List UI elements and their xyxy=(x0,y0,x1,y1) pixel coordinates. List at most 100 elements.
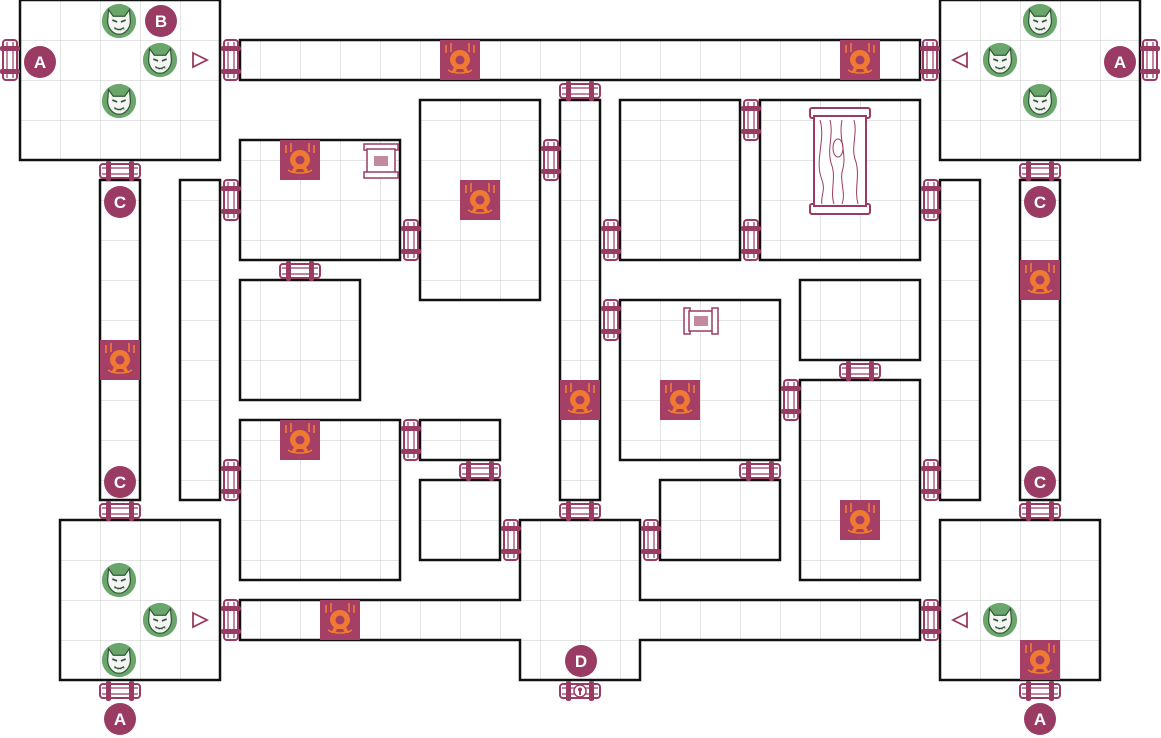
marker-d: D xyxy=(565,645,597,677)
chest-icon xyxy=(363,143,399,179)
door-icon[interactable] xyxy=(921,179,941,221)
svg-text:B: B xyxy=(155,12,167,31)
door-icon[interactable] xyxy=(99,501,141,521)
corridor-right-inner xyxy=(938,178,982,502)
wolf-head-icon[interactable] xyxy=(982,602,1018,638)
corridor-center xyxy=(558,98,602,502)
arrows-layer xyxy=(192,51,968,629)
wolf-head-icon[interactable] xyxy=(101,83,137,119)
svg-text:C: C xyxy=(1034,473,1046,492)
keyhole-door-icon[interactable] xyxy=(559,681,601,701)
room-inner-10 xyxy=(798,278,922,362)
door-icon[interactable] xyxy=(921,459,941,501)
rooms-layer xyxy=(18,0,1142,682)
door-icon[interactable] xyxy=(221,39,241,81)
door-icon[interactable] xyxy=(0,39,20,81)
door-icon[interactable] xyxy=(221,459,241,501)
wolf-head-icon[interactable] xyxy=(101,562,137,598)
door-icon[interactable] xyxy=(559,501,601,521)
door-icon[interactable] xyxy=(839,361,881,381)
door-icon[interactable] xyxy=(99,681,141,701)
lion-emblem-icon xyxy=(100,340,140,380)
door-icon[interactable] xyxy=(559,81,601,101)
door-icon[interactable] xyxy=(279,261,321,281)
door-icon[interactable] xyxy=(459,461,501,481)
marker-a: A xyxy=(104,703,136,735)
door-icon[interactable] xyxy=(1019,501,1061,521)
arrow-icon xyxy=(192,51,210,69)
door-icon[interactable] xyxy=(641,519,661,561)
markers-layer: A B A C C C C D A A xyxy=(24,5,1136,735)
door-icon[interactable] xyxy=(741,219,761,261)
lion-emblem-icon xyxy=(660,380,700,420)
room-inner-11 xyxy=(798,378,922,582)
room-inner-12 xyxy=(658,478,782,562)
svg-text:D: D xyxy=(575,652,587,671)
lion-emblem-icon xyxy=(1020,640,1060,680)
marker-b: B xyxy=(145,5,177,37)
svg-text:A: A xyxy=(34,53,46,72)
corridor-left-inner xyxy=(178,178,222,502)
door-icon[interactable] xyxy=(1019,161,1061,181)
door-icon[interactable] xyxy=(921,599,941,641)
room-inner-3 xyxy=(238,278,362,402)
lion-emblem-icon xyxy=(320,600,360,640)
lion-emblem-icon xyxy=(280,420,320,460)
svg-text:C: C xyxy=(1034,193,1046,212)
door-icon[interactable] xyxy=(221,599,241,641)
marker-c: C xyxy=(104,186,136,218)
lion-emblem-icon xyxy=(440,40,480,80)
door-icon[interactable] xyxy=(920,39,940,81)
marker-a: A xyxy=(24,46,56,78)
door-icon[interactable] xyxy=(739,461,781,481)
wolf-head-icon[interactable] xyxy=(142,42,178,78)
marker-a: A xyxy=(1104,46,1136,78)
lion-emblem-icon xyxy=(280,140,320,180)
arrow-icon xyxy=(192,611,210,629)
marker-c: C xyxy=(1024,186,1056,218)
wolf-head-icon[interactable] xyxy=(142,602,178,638)
lion-emblem-icon xyxy=(1020,260,1060,300)
chest-icon xyxy=(683,307,719,335)
lion-emblem-icon xyxy=(560,380,600,420)
svg-text:C: C xyxy=(114,193,126,212)
svg-text:C: C xyxy=(114,473,126,492)
wolf-head-icon[interactable] xyxy=(1022,3,1058,39)
wolf-head-icon[interactable] xyxy=(1022,83,1058,119)
door-icon[interactable] xyxy=(781,379,801,421)
room-inner-5 xyxy=(418,418,502,462)
door-icon[interactable] xyxy=(601,299,621,341)
door-icon[interactable] xyxy=(221,179,241,221)
door-icon[interactable] xyxy=(99,161,141,181)
door-icon[interactable] xyxy=(401,219,421,261)
furniture-layer xyxy=(363,107,871,335)
wolf-head-icon[interactable] xyxy=(101,642,137,678)
door-icon[interactable] xyxy=(1019,681,1061,701)
arrow-icon xyxy=(950,611,968,629)
corridor-top xyxy=(238,38,922,82)
room-bottom-left xyxy=(58,518,222,682)
wolf-head-icon[interactable] xyxy=(101,3,137,39)
door-icon[interactable] xyxy=(601,219,621,261)
marker-c: C xyxy=(1024,466,1056,498)
door-icon[interactable] xyxy=(541,139,561,181)
lion-emblem-icon xyxy=(460,180,500,220)
svg-text:A: A xyxy=(1034,710,1046,729)
room-inner-7 xyxy=(618,98,742,262)
door-icon[interactable] xyxy=(401,419,421,461)
arrow-icon xyxy=(950,51,968,69)
svg-text:A: A xyxy=(114,710,126,729)
svg-text:A: A xyxy=(1114,53,1126,72)
room-inner-6 xyxy=(418,478,502,562)
door-icon[interactable] xyxy=(501,519,521,561)
marker-c: C xyxy=(104,466,136,498)
lion-emblem-icon xyxy=(840,40,880,80)
table-icon xyxy=(809,107,871,215)
corridor-bottom xyxy=(238,518,922,682)
doors-layer xyxy=(0,39,1160,701)
wolf-head-icon[interactable] xyxy=(982,42,1018,78)
door-icon[interactable] xyxy=(741,99,761,141)
lion-emblem-icon xyxy=(840,500,880,540)
door-icon[interactable] xyxy=(1140,39,1160,81)
